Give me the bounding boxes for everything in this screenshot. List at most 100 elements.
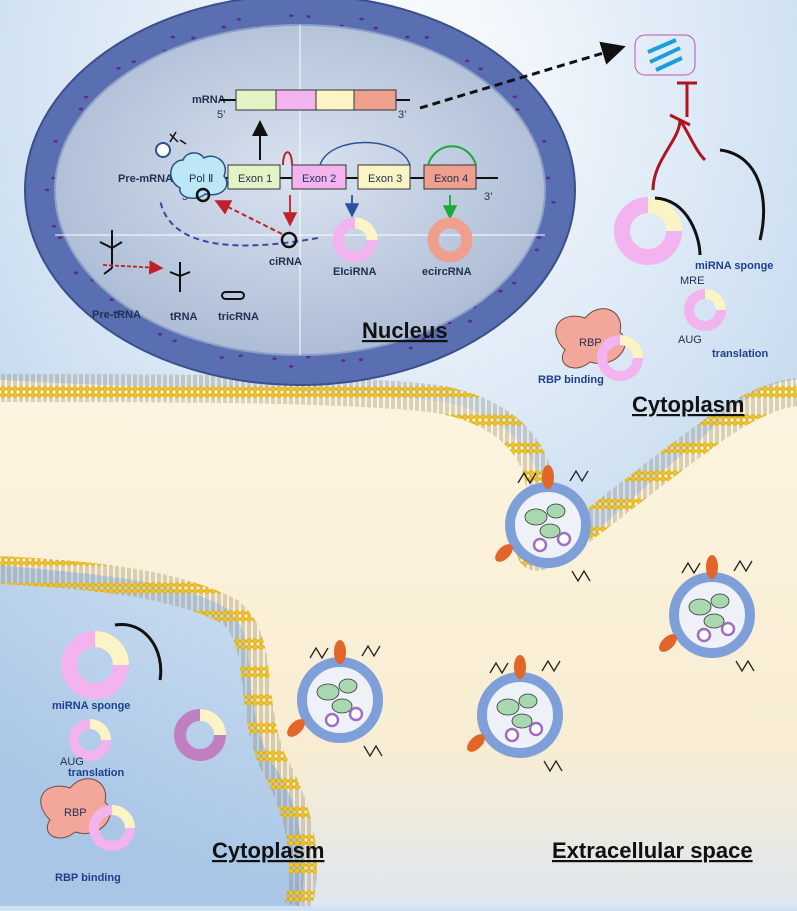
lower-cell-membrane [0,556,317,910]
mrna-exon3 [315,89,355,111]
nuclear-pore [512,281,517,285]
nuclear-pore [58,236,63,240]
pre-mrna-label: Pre-mRNA [118,173,173,185]
nuclear-pore [512,95,518,99]
pol-ii: Pol Ⅱ [155,131,228,203]
nuclear-pore [83,95,89,99]
nuclear-pore [157,332,163,336]
mrna-exon2 [275,89,317,111]
exosome [495,465,591,583]
pre-mrna: Pre-mRNA 5’ Pol Ⅱ Exon 1 Exon 2 Exon 3 E… [118,131,498,247]
nuclear-pore [44,188,50,192]
nuclear-pore [272,357,277,361]
exon3-box [357,164,411,190]
nuclear-pore [534,248,540,252]
exon4-label: Exon 4 [434,173,468,185]
tricrna-shape [221,291,245,300]
upper-cytoplasm-functions: MRE miRNA sponge AUG translation RBP RBP… [538,34,773,417]
trna-label: tRNA [170,311,198,323]
nuclear-pore [289,14,294,18]
nuclear-pore [288,364,294,368]
nuclear-pore [467,319,473,323]
exosomes [287,465,755,773]
nuclear-pore [238,354,243,358]
nuclear-pore [341,359,346,362]
nuclear-pore [515,108,520,112]
mrna-5prime: 5’ [217,109,226,121]
nuclear-pore [478,67,483,71]
trna-group: Pre-tRNA tRNA tricRNA [92,230,259,323]
nuclear-pore [551,200,556,204]
mrna-3prime: 3’ [398,109,407,121]
exon2-box [291,164,347,190]
nuclear-pore [536,236,542,240]
nuclear-pore [221,25,226,29]
cirna-circle [280,231,298,249]
rbp-lower-label: RBP [64,807,87,819]
nuclear-pore [545,176,551,180]
nuclear-pore [373,26,378,30]
exon2-label: Exon 2 [302,173,336,185]
aug-lower-label: AUG [60,756,84,768]
mrna-exon4 [353,89,397,111]
nuclear-pore [408,346,414,350]
exosome [659,555,755,673]
nuclear-pore [78,107,84,111]
lower-cytoplasm-functions: miRNA sponge AUG translation RBP RBP bin… [40,623,324,884]
ecircrna-circle [427,217,473,263]
nuclear-pore [116,66,121,70]
pre-trna-label: Pre-tRNA [92,309,141,321]
nuclear-pore [170,35,176,39]
exon3-label: Exon 3 [368,173,402,185]
nuclear-pore [172,339,177,343]
exon1-box [227,164,281,190]
nuclear-pore [53,139,58,143]
nuclear-pore [421,337,426,341]
exon4-box [423,164,477,190]
nuclear-pore [115,310,120,314]
mirna-sponge-upper-label: miRNA sponge [695,260,773,272]
nuclear-pore [358,358,364,362]
nuclear-pore [51,224,57,228]
elcirna-label: EIciRNA [333,266,376,278]
tricrna-label: tricRNA [218,311,259,323]
translation-upper-label: translation [712,348,769,360]
nuclear-pore [131,60,136,64]
translation-lower-label: translation [68,767,125,779]
nuclear-pore [73,271,78,275]
nuclear-pore [191,36,196,40]
exon1-label: Exon 1 [238,173,272,185]
cytoplasm-lower-region-label: Cytoplasm [212,838,324,863]
rbp-upper-label: RBP [579,337,602,349]
nuclear-pore [424,35,430,39]
pre-mrna-3prime: 3’ [484,191,493,203]
extracellular-background [0,380,797,906]
pol-ii-label: Pol Ⅱ [189,173,213,185]
nuclear-pore [306,355,311,359]
nuclear-pore [542,139,547,143]
nuclear-pore [306,15,311,18]
nuclear-pore [219,356,224,359]
nuclear-pore [109,298,115,302]
rbp-binding-lower-label: RBP binding [55,872,121,884]
mrna-label: mRNA [192,94,226,106]
mrna-exon1 [235,89,277,111]
nuclear-pore [405,35,410,39]
exosome [287,640,383,758]
circ-rnas: ciRNA EIciRNA ecircRNA [269,217,473,278]
mrna: mRNA 5’ 3’ [192,41,626,160]
rbp-binding-upper-label: RBP binding [538,374,604,386]
nuclear-pore [498,289,503,293]
protein-icon [634,34,696,76]
nuclear-pore [236,17,241,21]
nuclear-pore [51,176,56,180]
export-arrow [419,41,626,110]
exosome [467,655,563,773]
cytoplasm-upper-region-label: Cytoplasm [632,392,744,417]
aug-upper-label: AUG [678,334,702,346]
nuclear-pore [359,17,364,21]
cirna-label: ciRNA [269,256,302,268]
nucleus-region-label: Nucleus [362,318,448,343]
